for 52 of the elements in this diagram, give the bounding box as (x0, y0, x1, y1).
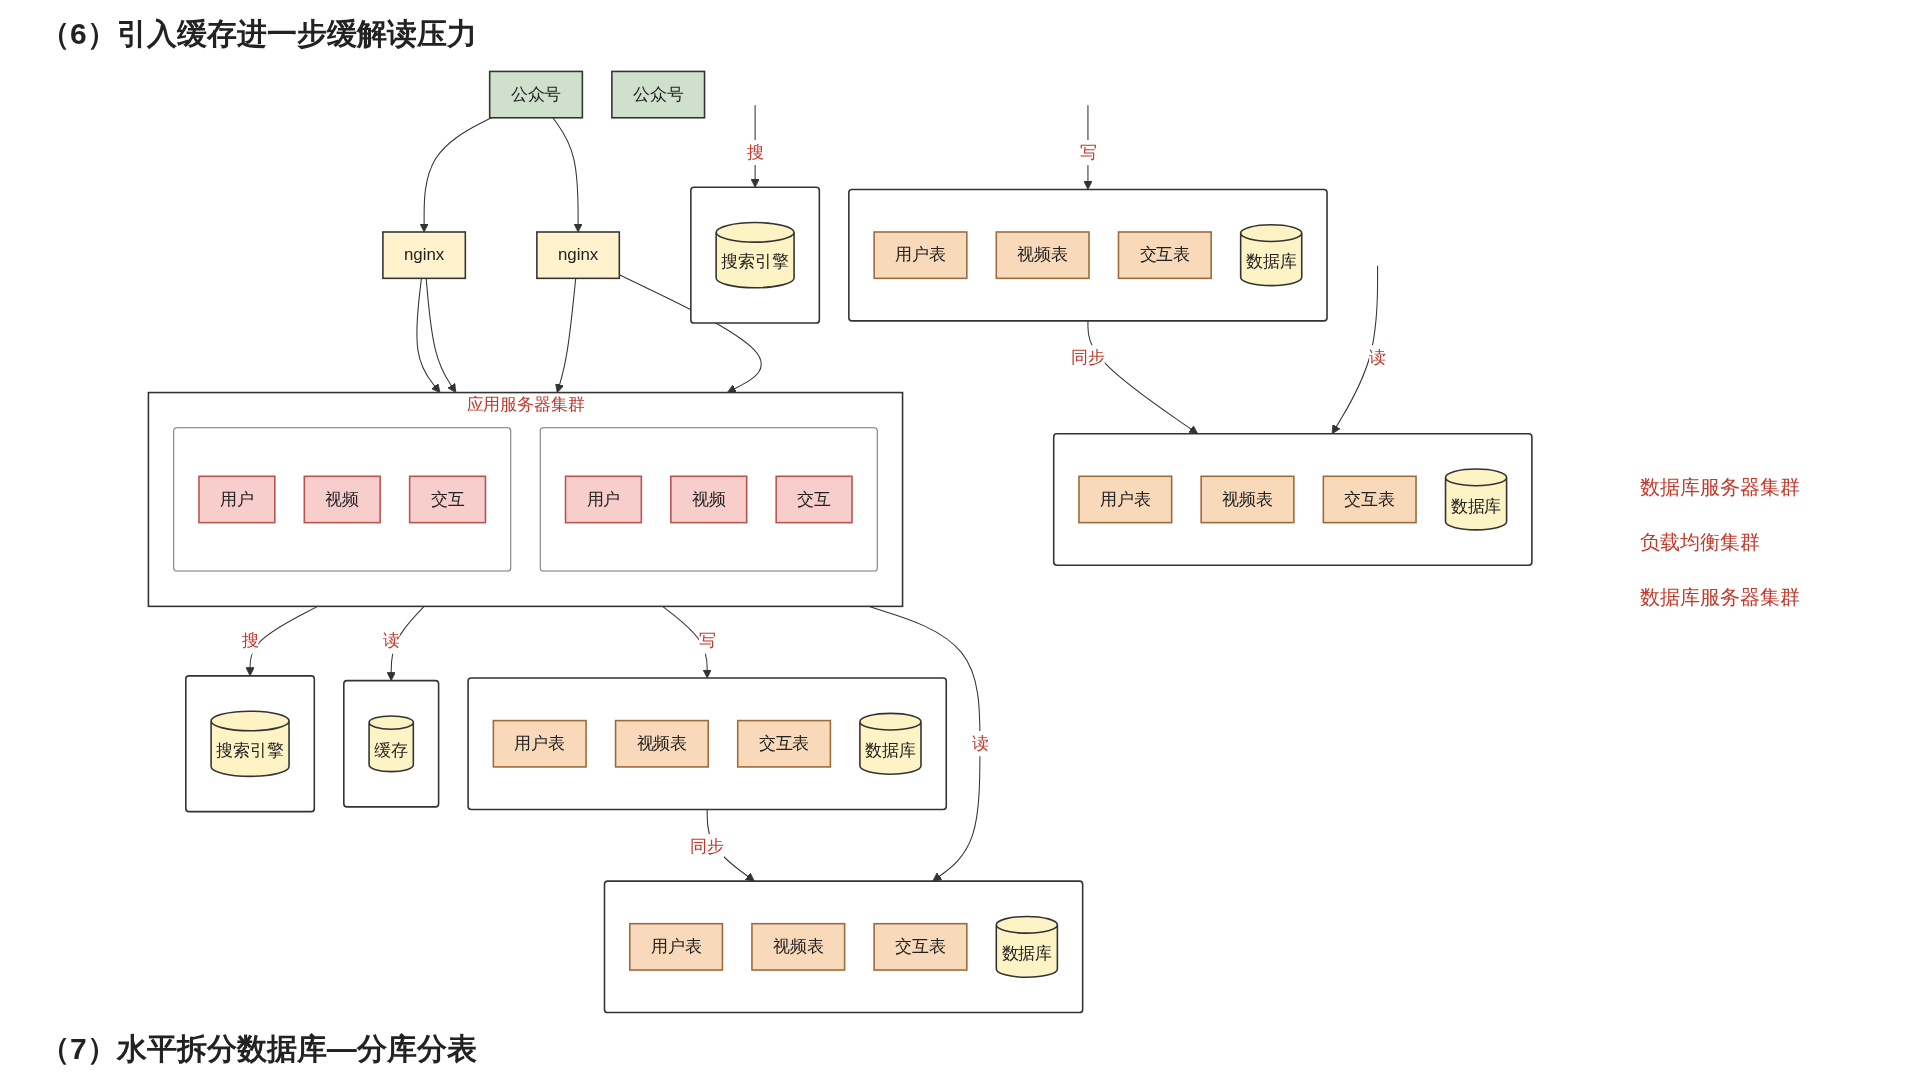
edge-label: 读 (382, 631, 400, 650)
edge-label: 同步 (1070, 348, 1105, 367)
node-box: 用户表 (873, 231, 968, 280)
node-box: 视频表 (614, 719, 709, 768)
edge-label: 读 (1369, 348, 1386, 367)
cluster-label: 数据库服务器集群 (1640, 584, 1800, 610)
cluster (539, 427, 878, 572)
node-box: 用户 (564, 475, 642, 524)
cluster (689, 186, 820, 324)
edge-label: 搜 (241, 631, 259, 650)
cluster (342, 679, 440, 808)
node-box: 交互表 (1117, 231, 1212, 280)
node-box: 交互 (775, 475, 853, 524)
edge-label: 同步 (690, 836, 724, 855)
edge-label: 搜 (746, 143, 764, 161)
edge-label: 写 (1079, 143, 1097, 161)
node-box: nginx (535, 231, 620, 280)
node-box: 用户表 (628, 922, 724, 971)
arrow (425, 277, 457, 393)
node-box: 公众号 (488, 70, 583, 119)
node-box: 用户表 (1078, 475, 1173, 524)
node-box: 公众号 (610, 70, 706, 119)
section-heading: （6）引入缓存进一步缓解读压力 (40, 16, 478, 52)
arrow (552, 117, 583, 233)
node-box: 视频 (303, 475, 381, 524)
cluster (173, 427, 512, 572)
node-box: 视频表 (995, 231, 1090, 280)
node-box: 视频表 (1200, 475, 1295, 524)
cluster (847, 188, 1328, 322)
arrow (245, 605, 318, 677)
node-box: 交互表 (1322, 475, 1417, 524)
arrow (416, 277, 441, 393)
node-box: 视频 (669, 475, 748, 524)
cluster (467, 677, 947, 811)
edge-label: 写 (698, 631, 716, 650)
cluster-label: 数据库服务器集群 (1640, 474, 1800, 500)
arrow (555, 277, 577, 393)
node-box: 交互表 (736, 719, 832, 768)
node-box: 交互 (408, 475, 487, 524)
cluster (603, 880, 1084, 1014)
cluster (184, 675, 315, 813)
section-heading: （7）水平拆分数据库—分库分表 (40, 1031, 478, 1067)
node-box: 用户表 (492, 719, 587, 768)
node-box: 用户 (198, 475, 276, 524)
arrow (419, 117, 492, 233)
node-box: nginx (381, 231, 466, 280)
edge-label: 读 (971, 734, 989, 753)
cluster-label: 负载均衡集群 (1640, 529, 1760, 555)
cluster (1052, 432, 1533, 566)
arrow (1331, 265, 1378, 435)
node-box: 视频表 (751, 922, 846, 971)
node-box: 交互表 (873, 922, 968, 971)
